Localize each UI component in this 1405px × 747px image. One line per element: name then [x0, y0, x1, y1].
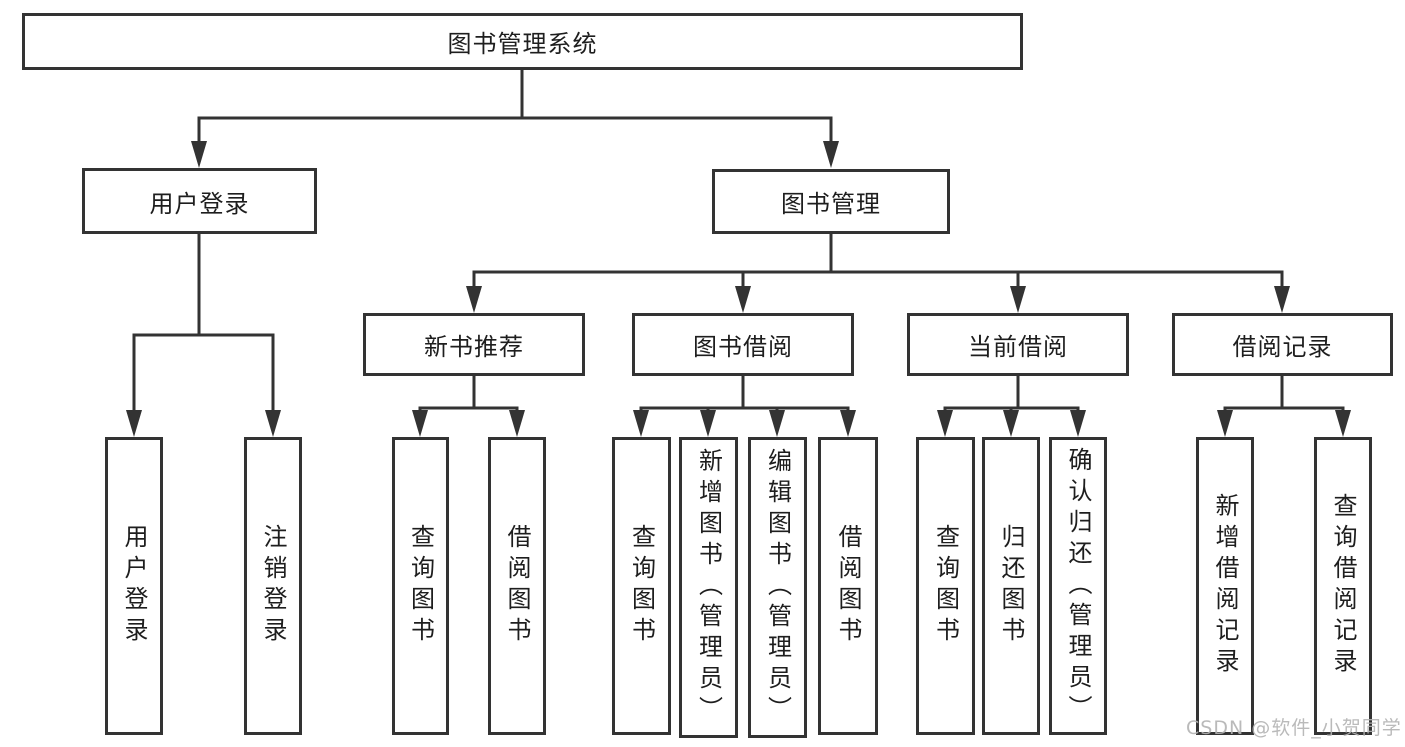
node-borrowing-records: 借阅记录 — [1172, 313, 1393, 376]
leaf-query-borrow-record-label: 查询借阅记录 — [1329, 493, 1357, 679]
leaf-query-borrow-record: 查询借阅记录 — [1314, 437, 1372, 735]
node-current-borrowing: 当前借阅 — [907, 313, 1129, 376]
leaf-user-login: 用户登录 — [105, 437, 163, 735]
leaf-query-book-borrowing-label: 查询图书 — [627, 524, 656, 648]
leaf-borrow-book-recommend-label: 借阅图书 — [503, 524, 531, 648]
leaf-add-borrow-record: 新增借阅记录 — [1196, 437, 1254, 735]
leaf-query-book-recommend: 查询图书 — [392, 437, 449, 735]
leaf-return-book-label: 归还图书 — [997, 524, 1025, 648]
node-book-borrowing: 图书借阅 — [632, 313, 854, 376]
leaf-edit-book-admin: 编辑图书（管理员） — [748, 437, 807, 738]
leaf-confirm-return-admin-label: 确认归还（管理员） — [1064, 446, 1092, 726]
leaf-query-book-recommend-label: 查询图书 — [406, 524, 435, 648]
leaf-query-book-borrowing: 查询图书 — [612, 437, 671, 735]
node-new-book-recommend: 新书推荐 — [363, 313, 585, 376]
leaf-logout-label: 注销登录 — [259, 524, 287, 648]
leaf-query-book-current-label: 查询图书 — [931, 524, 960, 648]
leaf-logout: 注销登录 — [244, 437, 302, 735]
leaf-query-book-current: 查询图书 — [916, 437, 975, 735]
leaf-return-book: 归还图书 — [982, 437, 1040, 735]
node-root: 图书管理系统 — [22, 13, 1023, 70]
leaf-user-login-label: 用户登录 — [120, 524, 148, 648]
node-book-management: 图书管理 — [712, 169, 950, 234]
watermark: CSDN @软件_小贺同学 — [1186, 717, 1402, 739]
leaf-borrow-book-recommend: 借阅图书 — [488, 437, 546, 735]
leaf-edit-book-admin-label: 编辑图书（管理员） — [763, 448, 792, 727]
node-user-login: 用户登录 — [82, 168, 317, 234]
leaf-borrow-book-borrowing: 借阅图书 — [818, 437, 878, 735]
leaf-add-borrow-record-label: 新增借阅记录 — [1211, 493, 1239, 679]
leaf-add-book-admin: 新增图书（管理员） — [679, 437, 738, 738]
leaf-borrow-book-borrowing-label: 借阅图书 — [834, 524, 862, 648]
leaf-add-book-admin-label: 新增图书（管理员） — [694, 448, 723, 727]
leaf-confirm-return-admin: 确认归还（管理员） — [1049, 437, 1107, 735]
